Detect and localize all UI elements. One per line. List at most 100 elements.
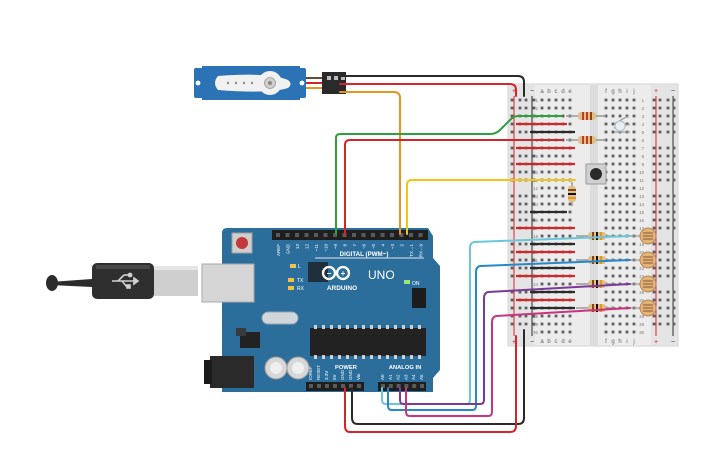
- rail-hole[interactable]: [658, 194, 662, 198]
- breadboard-hole[interactable]: [547, 234, 551, 238]
- breadboard-hole[interactable]: [618, 106, 622, 110]
- rail-hole[interactable]: [532, 258, 536, 262]
- breadboard-hole[interactable]: [618, 138, 622, 142]
- breadboard-hole[interactable]: [625, 186, 629, 190]
- rail-hole[interactable]: [510, 322, 514, 326]
- rail-hole[interactable]: [652, 274, 656, 278]
- breadboard-hole[interactable]: [611, 298, 615, 302]
- breadboard-hole[interactable]: [611, 330, 615, 334]
- rail-hole[interactable]: [658, 242, 662, 246]
- rail-hole[interactable]: [524, 194, 528, 198]
- breadboard-hole[interactable]: [625, 138, 629, 142]
- rail-hole[interactable]: [510, 290, 514, 294]
- rail-hole[interactable]: [652, 218, 656, 222]
- breadboard-hole[interactable]: [618, 186, 622, 190]
- breadboard-hole[interactable]: [604, 130, 608, 134]
- breadboard-hole[interactable]: [561, 330, 565, 334]
- breadboard-hole[interactable]: [618, 162, 622, 166]
- breadboard-hole[interactable]: [540, 314, 544, 318]
- breadboard-hole[interactable]: [554, 218, 558, 222]
- breadboard-hole[interactable]: [618, 322, 622, 326]
- rail-hole[interactable]: [518, 202, 522, 206]
- breadboard-hole[interactable]: [618, 202, 622, 206]
- breadboard-hole[interactable]: [540, 194, 544, 198]
- rail-hole[interactable]: [666, 154, 670, 158]
- rail-hole[interactable]: [658, 178, 662, 182]
- rail-hole[interactable]: [658, 274, 662, 278]
- header-pin[interactable]: [404, 384, 409, 388]
- header-pin[interactable]: [418, 233, 423, 237]
- breadboard-hole[interactable]: [611, 138, 615, 142]
- rail-hole[interactable]: [524, 130, 528, 134]
- breadboard-hole[interactable]: [554, 98, 558, 102]
- breadboard-hole[interactable]: [604, 298, 608, 302]
- rail-hole[interactable]: [652, 170, 656, 174]
- rail-hole[interactable]: [518, 194, 522, 198]
- breadboard-hole[interactable]: [611, 194, 615, 198]
- breadboard-hole[interactable]: [568, 122, 572, 126]
- rail-hole[interactable]: [666, 258, 670, 262]
- rail-hole[interactable]: [658, 306, 662, 310]
- rail-hole[interactable]: [672, 154, 676, 158]
- rail-hole[interactable]: [672, 130, 676, 134]
- header-pin[interactable]: [420, 384, 424, 388]
- rail-hole[interactable]: [510, 146, 514, 150]
- rail-hole[interactable]: [510, 154, 514, 158]
- breadboard-hole[interactable]: [611, 154, 615, 158]
- breadboard-hole[interactable]: [561, 154, 565, 158]
- breadboard-hole[interactable]: [625, 178, 629, 182]
- rail-hole[interactable]: [518, 322, 522, 326]
- breadboard-hole[interactable]: [611, 210, 615, 214]
- rail-hole[interactable]: [532, 106, 536, 110]
- rail-hole[interactable]: [652, 130, 656, 134]
- breadboard-hole[interactable]: [632, 122, 636, 126]
- breadboard-hole[interactable]: [625, 162, 629, 166]
- breadboard-hole[interactable]: [561, 322, 565, 326]
- breadboard-hole[interactable]: [632, 274, 636, 278]
- rail-hole[interactable]: [666, 218, 670, 222]
- rail-hole[interactable]: [666, 170, 670, 174]
- header-pin[interactable]: [309, 384, 313, 388]
- breadboard-hole[interactable]: [554, 322, 558, 326]
- rail-hole[interactable]: [652, 178, 656, 182]
- rail-hole[interactable]: [672, 290, 676, 294]
- breadboard-hole[interactable]: [604, 242, 608, 246]
- rail-hole[interactable]: [658, 314, 662, 318]
- rail-hole[interactable]: [524, 202, 528, 206]
- breadboard-hole[interactable]: [625, 106, 629, 110]
- rail-hole[interactable]: [652, 162, 656, 166]
- rail-hole[interactable]: [532, 314, 536, 318]
- rail-hole[interactable]: [658, 122, 662, 126]
- breadboard-hole[interactable]: [632, 186, 636, 190]
- rail-hole[interactable]: [666, 130, 670, 134]
- rail-hole[interactable]: [672, 146, 676, 150]
- header-pin[interactable]: [412, 384, 417, 388]
- breadboard-hole[interactable]: [547, 258, 551, 262]
- rail-hole[interactable]: [652, 314, 656, 318]
- breadboard-hole[interactable]: [540, 282, 544, 286]
- breadboard-hole[interactable]: [625, 218, 629, 222]
- breadboard-hole[interactable]: [561, 234, 565, 238]
- breadboard-hole[interactable]: [632, 130, 636, 134]
- breadboard-hole[interactable]: [604, 194, 608, 198]
- rail-hole[interactable]: [672, 266, 676, 270]
- header-pin[interactable]: [314, 233, 318, 237]
- breadboard-hole[interactable]: [611, 322, 615, 326]
- rail-hole[interactable]: [652, 122, 656, 126]
- rail-hole[interactable]: [524, 242, 528, 246]
- rail-hole[interactable]: [672, 322, 676, 326]
- breadboard-hole[interactable]: [611, 242, 615, 246]
- rail-hole[interactable]: [518, 314, 522, 318]
- breadboard-hole[interactable]: [568, 202, 572, 206]
- rail-hole[interactable]: [658, 322, 662, 326]
- breadboard-hole[interactable]: [604, 250, 608, 254]
- rail-hole[interactable]: [672, 250, 676, 254]
- breadboard-hole[interactable]: [568, 218, 572, 222]
- header-pin[interactable]: [396, 384, 401, 388]
- breadboard-hole[interactable]: [632, 242, 636, 246]
- rail-hole[interactable]: [510, 250, 514, 254]
- rail-hole[interactable]: [652, 226, 656, 230]
- rail-hole[interactable]: [510, 226, 514, 230]
- breadboard-hole[interactable]: [554, 282, 558, 286]
- breadboard-hole[interactable]: [547, 322, 551, 326]
